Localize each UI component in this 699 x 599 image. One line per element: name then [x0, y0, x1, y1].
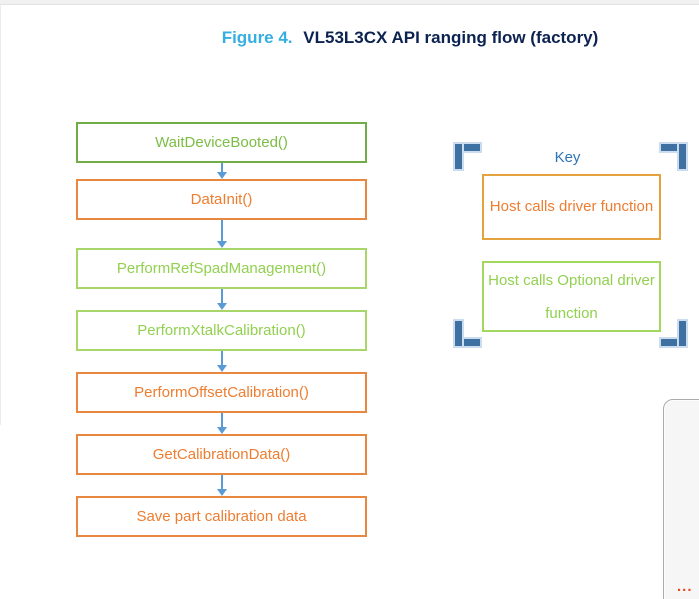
key-corner-bracket-top-left-icon	[455, 144, 480, 169]
collapsed-side-panel[interactable]: ...	[663, 399, 699, 599]
figure-title: Figure 4. VL53L3CX API ranging flow (fac…	[0, 28, 699, 48]
flow-arrow-down-icon	[217, 351, 227, 372]
window-left-edge	[0, 5, 1, 425]
flow-arrow-down-icon	[217, 413, 227, 434]
figure-title-number: Figure 4.	[221, 28, 293, 47]
flow-step-perform-offset-calibration: PerformOffsetCalibration()	[76, 372, 367, 413]
figure-title-text: VL53L3CX API ranging flow (factory)	[303, 28, 599, 47]
key-heading: Key	[554, 149, 581, 166]
flow-step-data-init: DataInit()	[76, 179, 367, 220]
key-entry-optional-driver-function: Host calls Optional driver function	[482, 261, 661, 332]
flow-arrow-down-icon	[217, 475, 227, 496]
key-corner-bracket-bottom-right-icon	[661, 321, 686, 346]
key-corner-bracket-top-right-icon	[661, 144, 686, 169]
flow-step-save-part-calibration-data: Save part calibration data	[76, 496, 367, 537]
flow-step-get-calibration-data: GetCalibrationData()	[76, 434, 367, 475]
panel-truncation-ellipsis: ...	[677, 578, 693, 595]
window-top-edge	[0, 0, 699, 5]
flow-arrow-down-icon	[217, 220, 227, 248]
flow-step-perform-ref-spad-management: PerformRefSpadManagement()	[76, 248, 367, 289]
flow-arrow-down-icon	[217, 289, 227, 310]
flow-arrow-down-icon	[217, 163, 227, 179]
key-corner-bracket-bottom-left-icon	[455, 321, 480, 346]
key-entry-driver-function: Host calls driver function	[482, 174, 661, 240]
flow-step-perform-xtalk-calibration: PerformXtalkCalibration()	[76, 310, 367, 351]
flow-step-wait-device-booted: WaitDeviceBooted()	[76, 122, 367, 163]
